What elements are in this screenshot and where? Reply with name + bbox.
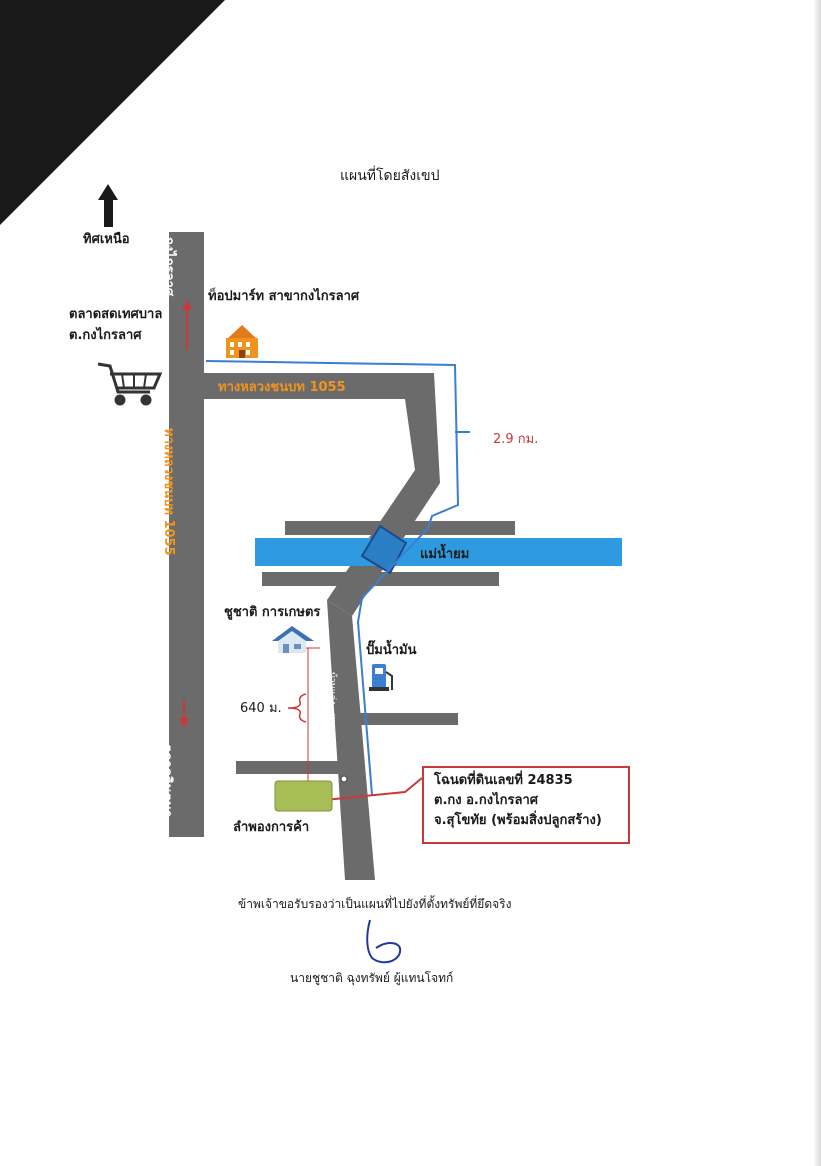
certification-text: ข้าพเจ้าขอรับรองว่าเป็นแผนที่ไปยังที่ตั้… <box>238 897 512 911</box>
river-label: แม่น้ำยม <box>420 547 470 562</box>
road-shop-lane <box>236 761 344 774</box>
route-line <box>205 360 460 796</box>
road-side-vertical <box>327 600 375 880</box>
signature <box>366 919 402 964</box>
road-south-label: ตลาดจินตนา <box>159 744 174 818</box>
arrow-north <box>182 300 192 350</box>
folded-page-corner <box>0 0 225 225</box>
deed-line2: ต.กง อ.กงไกรลาศ <box>434 793 538 808</box>
highway-vertical-label: ทางหลวงชนบท 1055 <box>161 428 176 556</box>
signer-name: นายชูชาติ ฉุงทรัพย์ ผู้แทนโจทก์ <box>290 971 454 985</box>
route-distance-label: 2.9 กม. <box>493 432 539 447</box>
side-road-label: บ้านแก่ง - หนองตูม <box>327 672 337 748</box>
river <box>255 538 622 566</box>
deed-info-box: โฉนดที่ดินเลขที่ 24835 ต.กง อ.กงไกรลาศ จ… <box>422 766 630 844</box>
store-building-icon <box>226 325 258 358</box>
house-distance-label: 640 ม. <box>240 701 282 716</box>
road-gas-lane <box>355 713 458 725</box>
market-label-line1: ตลาดสดเทศบาล <box>69 307 163 322</box>
gas-pump-icon <box>369 664 393 691</box>
land-plot <box>274 780 333 812</box>
bridge <box>360 524 408 575</box>
highway-horizontal-label: ทางหลวงชนบท 1055 <box>218 380 346 395</box>
road-diagonal <box>327 373 440 616</box>
house-label: ชูชาติ การเกษตร <box>224 605 321 620</box>
shop-label: ลำพองการค้า <box>233 820 310 835</box>
tops-label: ท็อปมาร์ท สาขากงไกรลาศ <box>208 289 360 304</box>
deed-line1: โฉนดที่ดินเลขที่ 24835 <box>434 773 573 788</box>
plot-marker <box>340 775 348 783</box>
arrow-south <box>179 700 189 728</box>
market-label-line2: ต.กงไกรลาศ <box>69 328 142 343</box>
page-edge-shadow <box>813 0 821 1166</box>
distance-brace <box>287 693 307 723</box>
red-callout-line <box>324 777 423 801</box>
gas-label: ปั๊มน้ำมัน <box>366 643 417 658</box>
road-north-label: กงไกรลาศ <box>161 237 176 297</box>
road-main-horizontal <box>204 373 434 399</box>
north-label: ทิศเหนือ <box>83 232 130 247</box>
shopping-cart-icon <box>97 362 163 406</box>
house-icon <box>272 626 314 653</box>
map-title: แผนที่โดยสังเขป <box>340 168 440 184</box>
deed-line3: จ.สุโขทัย (พร้อมสิ่งปลูกสร้าง) <box>434 813 602 828</box>
